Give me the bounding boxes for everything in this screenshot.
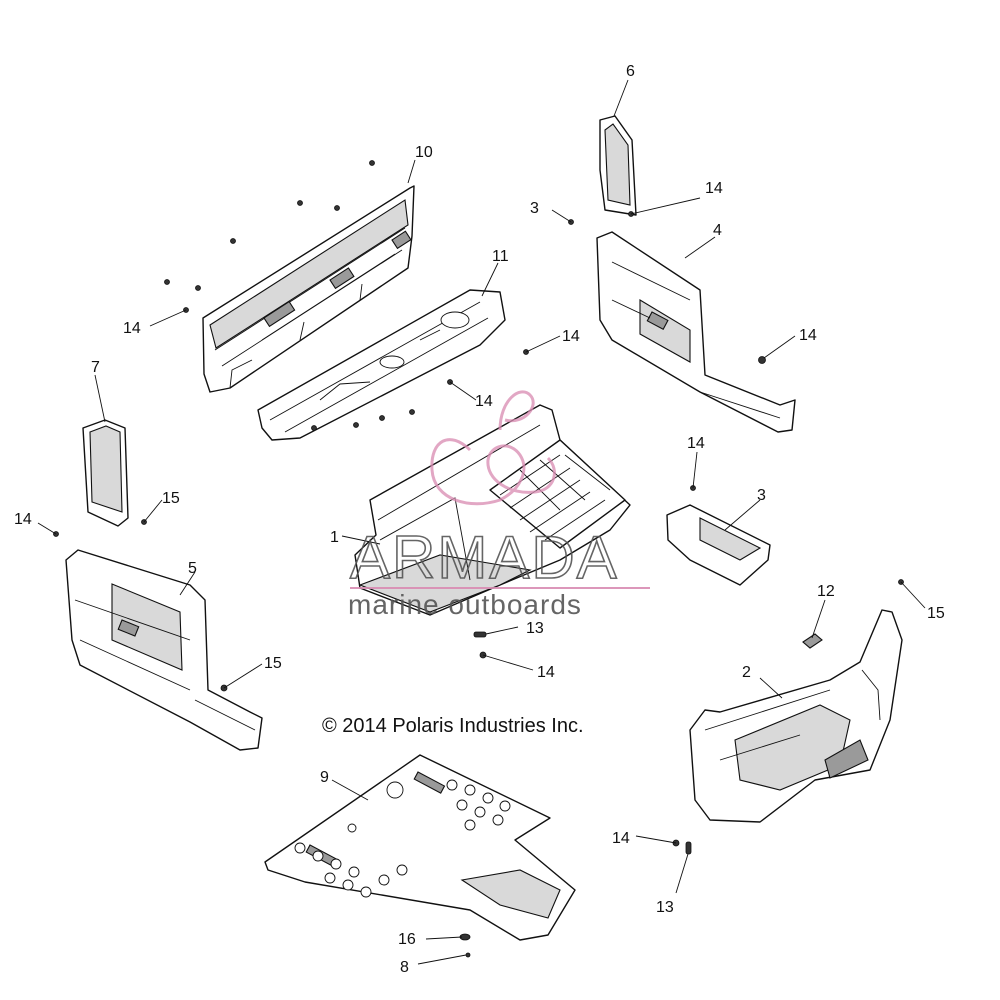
- part-10-rear-panel: [202, 185, 415, 393]
- callout-2: 2: [742, 664, 751, 681]
- part-6-pillar: [599, 115, 637, 216]
- part-5-left-side-panel: [65, 549, 263, 751]
- callout-1: 1: [330, 529, 339, 546]
- callout-13b: 13: [656, 899, 674, 916]
- copyright-notice: © 2014 Polaris Industries Inc.: [322, 715, 584, 737]
- callout-14a: 3: [530, 200, 539, 217]
- callout-9: 9: [320, 769, 329, 786]
- watermark-subtitle: marine outboards: [348, 589, 582, 620]
- callout-8: 8: [400, 959, 409, 976]
- callout-15f: 15: [162, 490, 180, 507]
- callout-15e: 14: [687, 435, 705, 452]
- callouts: 10 11 6 14 3 4 14 14 14 7 14 14 3 15 14 …: [14, 63, 945, 976]
- callout-11: 11: [492, 248, 509, 265]
- callout-14b: 14: [475, 393, 493, 410]
- callout-14e: 14: [612, 830, 630, 847]
- part-9-floor-panel: [264, 754, 576, 941]
- callout-16: 16: [398, 931, 416, 948]
- callout-15g: 15: [927, 605, 945, 622]
- callout-15h: 15: [264, 655, 282, 672]
- leader-lines: [37, 79, 926, 965]
- callout-14d: 14: [537, 664, 555, 681]
- callout-15d: 14: [799, 327, 817, 344]
- part-2-front-cowl: [689, 609, 903, 823]
- watermark-title: ARMADA: [350, 524, 619, 591]
- callout-6: 6: [626, 63, 635, 80]
- part-12-plate: [802, 633, 823, 649]
- watermark: ARMADA marine outboards: [348, 390, 650, 620]
- callout-4: 4: [713, 222, 722, 239]
- part-4-right-side-panel: [596, 231, 796, 433]
- callout-15c: 14: [562, 328, 580, 345]
- callout-15b: 14: [123, 320, 141, 337]
- callout-7: 7: [91, 359, 100, 376]
- part-7-left-pillar: [82, 419, 129, 527]
- callout-12: 12: [817, 583, 835, 600]
- callout-15a: 14: [705, 180, 723, 197]
- callout-14c: 14: [14, 511, 32, 528]
- callout-13a: 13: [526, 620, 544, 637]
- part-11-cross-brace: [257, 289, 506, 441]
- callout-10: 10: [415, 144, 433, 161]
- callout-5: 5: [188, 560, 197, 577]
- watermark-logo: [430, 390, 556, 506]
- callout-3: 3: [757, 487, 766, 504]
- part-3-bracket: [666, 504, 771, 586]
